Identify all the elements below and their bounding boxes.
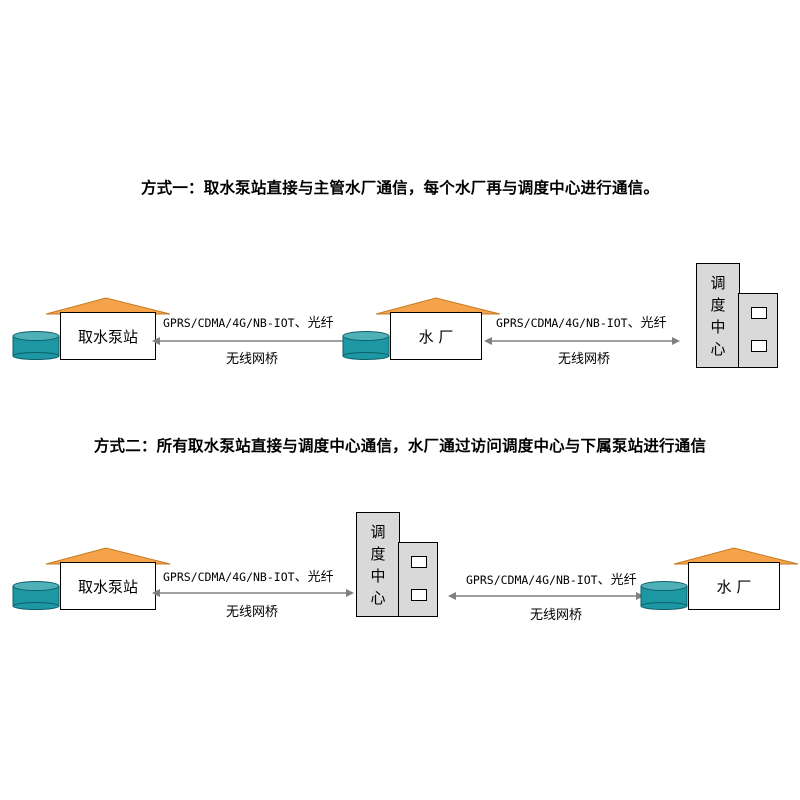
water-tank-icon [640,581,688,610]
link-medium: 无线网桥 [226,352,279,367]
window-icon [411,589,427,601]
dispatch-center-1: 调 度 中 心 [696,263,778,369]
dispatch-center-annex [398,542,438,617]
link-medium: 无线网桥 [558,352,611,367]
water-plant-1: 水 厂 [342,296,501,364]
pump-station-1: 取水泵站 [12,296,171,364]
pump-station-label: 取水泵站 [60,312,156,360]
link-protocols: GPRS/CDMA/4G/NB-IOT、光纤 [163,316,334,331]
dispatch-center-annex [738,293,778,368]
window-icon [751,307,767,319]
double-arrow-icon [152,589,354,597]
link-medium: 无线网桥 [530,608,583,623]
water-plant-2: 水 厂 [640,546,799,614]
link-protocols: GPRS/CDMA/4G/NB-IOT、光纤 [466,573,637,588]
water-tank-icon [12,331,60,360]
dispatch-center-label: 调 度 中 心 [696,263,740,368]
double-arrow-icon [484,337,680,345]
water-plant-label: 水 厂 [390,312,482,360]
water-plant-label: 水 厂 [688,562,780,610]
pump-station-2: 取水泵站 [12,546,171,614]
window-icon [411,556,427,568]
double-arrow-icon [448,592,644,600]
dispatch-center-label: 调 度 中 心 [356,512,400,617]
water-tank-icon [342,331,390,360]
window-icon [751,340,767,352]
pump-station-label: 取水泵站 [60,562,156,610]
dispatch-center-2: 调 度 中 心 [356,512,438,618]
method2-heading: 方式二：所有取水泵站直接与调度中心通信，水厂通过访问调度中心与下属泵站进行通信 [93,437,707,455]
link-protocols: GPRS/CDMA/4G/NB-IOT、光纤 [496,316,667,331]
link-medium: 无线网桥 [226,605,279,620]
water-tank-icon [12,581,60,610]
double-arrow-icon [152,337,352,345]
link-protocols: GPRS/CDMA/4G/NB-IOT、光纤 [163,570,334,585]
method1-heading: 方式一：取水泵站直接与主管水厂通信，每个水厂再与调度中心进行通信。 [140,179,660,197]
